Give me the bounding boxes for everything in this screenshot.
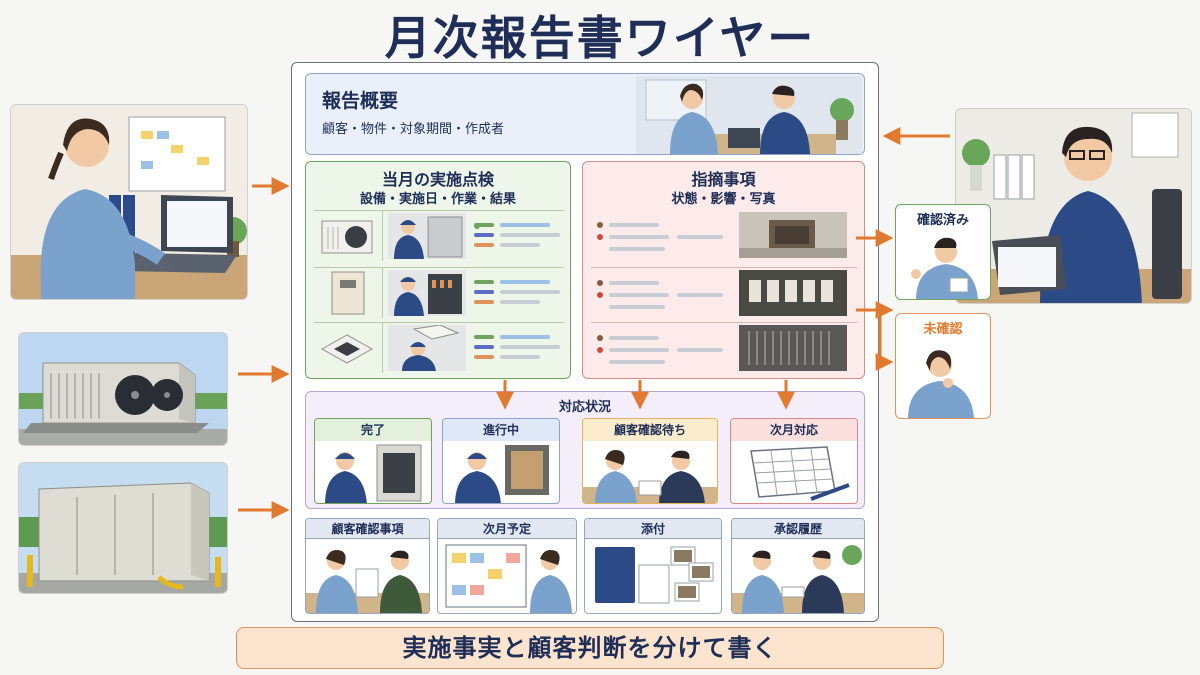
air-conditioner-icon: [321, 220, 373, 254]
response-status-section: 対応状況 完了 進行中 顧客確認待ち: [305, 391, 865, 509]
unconfirmed-worker-illustration: [908, 350, 974, 418]
customer-confirmation-illustration: [306, 550, 429, 613]
bottom-card-label: 次月予定: [438, 519, 576, 539]
confirmed-worker-illustration: [911, 237, 978, 299]
inspection-row: [314, 267, 564, 318]
overview-items: 顧客・物件・対象期間・作成者: [322, 122, 505, 137]
unconfirmed-status-box: 未確認: [895, 313, 991, 419]
status-card-label: 進行中: [443, 419, 559, 441]
status-card-label: 完了: [315, 419, 431, 441]
monthly-inspection-section: 当月の実施点検 設備・実施日・作業・結果: [305, 161, 571, 379]
status-card-awaiting-customer: 顧客確認待ち: [582, 418, 718, 504]
finding-photo-corrosion: [739, 212, 847, 258]
inspection-row: [314, 210, 564, 261]
status-card-in-progress: 進行中: [442, 418, 560, 504]
status-card-label: 顧客確認待ち: [583, 419, 717, 441]
technician-at-ceiling-icon: [388, 325, 466, 371]
report-overview-section: 報告概要 顧客・物件・対象期間・作成者: [305, 73, 865, 155]
worker-at-laptop-photo: [10, 104, 248, 300]
attachments-card: 添付: [584, 518, 722, 614]
bottom-card-label: 添付: [585, 519, 721, 539]
findings-section: 指摘事項 状態・影響・写真: [582, 161, 865, 379]
meeting-illustration: [636, 76, 862, 154]
inspection-row: [314, 322, 564, 373]
customer-illustration: [956, 112, 1191, 303]
findings-heading: 指摘事項: [691, 170, 756, 189]
status-label: 対応状況: [558, 400, 611, 415]
equipment-cabinet-photo: [18, 462, 228, 594]
tagline-banner: 実施事実と顧客判断を分けて書く: [236, 627, 944, 669]
finding-photo-breakers: [739, 270, 847, 316]
overview-heading: 報告概要: [322, 90, 399, 112]
ceiling-cassette-icon: [320, 334, 374, 364]
technician-at-breaker-icon: [388, 270, 466, 316]
equipment-cabinet-illustration: [19, 482, 227, 593]
page-title: 月次報告書ワイヤー: [384, 11, 816, 65]
next-month-plan-card: 次月予定: [437, 518, 577, 614]
inspection-heading: 当月の実施点検: [381, 170, 494, 189]
unconfirmed-label: 未確認: [923, 322, 963, 337]
status-card-label: 次月対応: [731, 419, 857, 441]
finding-row: [591, 322, 857, 372]
package-unit-icon: [331, 271, 365, 315]
awaiting-customer-illustration: [583, 450, 717, 503]
inspection-subtitle: 設備・実施日・作業・結果: [359, 192, 516, 207]
bottom-card-label: 承認履歴: [732, 519, 864, 539]
schedule-board-illustration: [445, 544, 572, 613]
monthly-report-board: 報告概要 顧客・物件・対象期間・作成者 当月の実施点検 設備・実施日・作業・結果: [291, 62, 879, 622]
finding-row: [591, 267, 857, 317]
bottom-card-label: 顧客確認事項: [306, 519, 429, 539]
confirmed-label: 確認済み: [916, 213, 969, 228]
technician-at-panel-icon: [388, 213, 466, 259]
customer-reviewing-photo: [955, 108, 1192, 304]
status-card-next-month: 次月対応: [730, 418, 858, 504]
calendar-icon: [750, 446, 850, 501]
rooftop-outdoor-unit-photo: [18, 332, 228, 446]
finding-row: [591, 210, 857, 260]
worker-laptop-illustration: [11, 116, 247, 299]
confirmed-status-box: 確認済み: [895, 204, 991, 300]
approval-history-card: 承認履歴: [731, 518, 865, 614]
attachments-illustration: [595, 546, 714, 604]
outdoor-unit-illustration: [19, 362, 227, 445]
customer-confirmation-card: 顧客確認事項: [305, 518, 430, 614]
findings-subtitle: 状態・影響・写真: [671, 192, 776, 207]
approval-history-illustration: [732, 545, 864, 613]
arrow-findings-to-unconfirmed: [875, 316, 894, 371]
finding-photo-coil: [739, 325, 847, 371]
completed-work-illustration: [325, 444, 422, 503]
status-card-done: 完了: [314, 418, 432, 504]
in-progress-illustration: [455, 445, 549, 503]
